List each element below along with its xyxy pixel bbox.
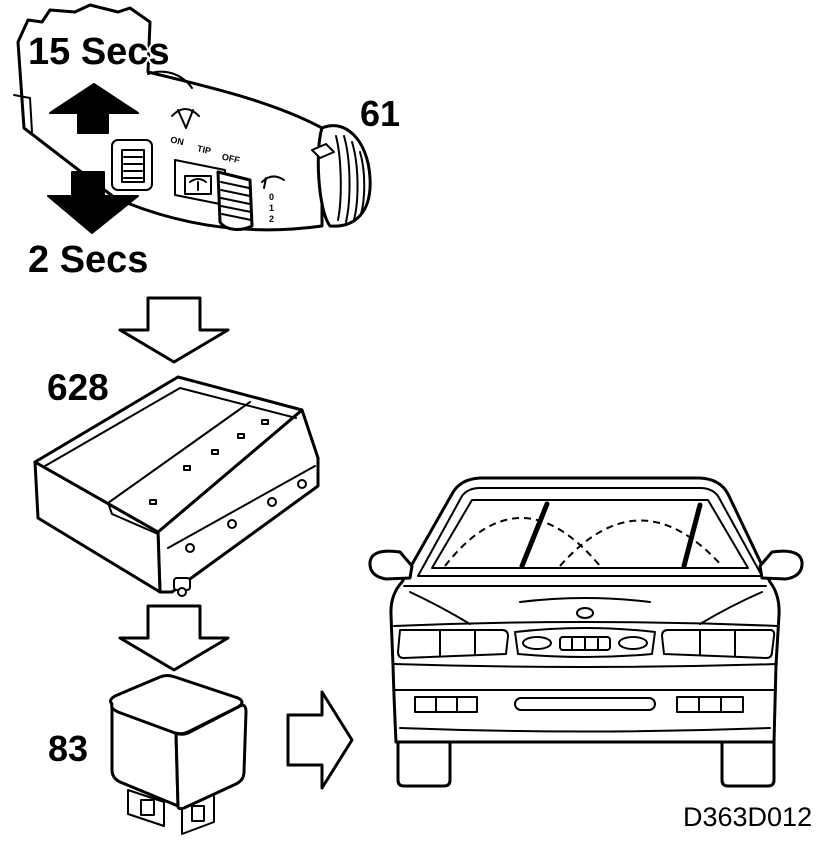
stalk-side-edge xyxy=(13,94,33,133)
washer-icon xyxy=(261,175,285,189)
duration-long-label: 15 Secs xyxy=(28,31,170,73)
speed-2-label: 2 xyxy=(269,214,274,224)
module-top-face xyxy=(33,375,304,534)
arrow-down-solid-icon xyxy=(47,171,139,234)
module-lid-step xyxy=(107,401,251,535)
center-bumper-slot xyxy=(514,697,656,711)
arrow-down-outline-icon xyxy=(118,604,230,672)
duration-short-label: 2 Secs xyxy=(28,239,148,281)
right-wiper-blade xyxy=(681,502,703,569)
module-connector xyxy=(173,577,191,597)
module-reference-label: 628 xyxy=(47,367,109,408)
speed-0-label: 0 xyxy=(269,192,274,202)
bumper-top-line xyxy=(393,663,778,668)
mode-tip-label: TIP xyxy=(196,143,212,156)
car-left-mirror xyxy=(368,549,414,581)
slider-knob-ribs xyxy=(220,181,252,221)
module-side-band xyxy=(167,465,316,549)
wiper-icon xyxy=(171,108,200,129)
mode-off-label: OFF xyxy=(221,152,241,166)
grille-slats xyxy=(571,637,599,650)
arrow-down-outline-icon xyxy=(118,296,230,364)
right-headlight xyxy=(661,629,776,659)
windshield-glass xyxy=(431,499,749,569)
right-headlight-divisions xyxy=(699,630,736,657)
car-front-view xyxy=(368,476,804,788)
stalk-ridge xyxy=(147,70,193,89)
car-left-wheel xyxy=(396,736,452,788)
speed-1-label: 1 xyxy=(269,203,274,213)
car-right-wheel xyxy=(720,736,776,788)
left-wiper-blade xyxy=(519,501,550,569)
control-module xyxy=(33,375,320,597)
left-vent-divisions xyxy=(435,696,458,713)
relay xyxy=(109,674,248,835)
push-button-ribs xyxy=(123,156,143,179)
module-bolts xyxy=(185,479,307,553)
brand-logo-icon xyxy=(576,607,594,619)
car-right-mirror xyxy=(758,549,804,581)
left-headlight-divisions xyxy=(439,630,476,657)
relay-left-face xyxy=(110,704,180,808)
hood-contours xyxy=(409,591,763,625)
fascia-line xyxy=(393,621,778,627)
left-bumper-vent xyxy=(414,696,478,713)
knob-ridges xyxy=(335,135,366,223)
grille-right-opening xyxy=(618,636,648,650)
lower-lip-line xyxy=(399,727,771,733)
switch-reference-label: 61 xyxy=(360,93,400,134)
module-top-marks xyxy=(149,419,269,505)
right-wiper-sweep xyxy=(559,519,723,567)
grille-left-opening xyxy=(522,636,552,650)
left-headlight xyxy=(397,629,509,659)
module-top-edge xyxy=(44,387,297,467)
speed-markings: 0 1 2 xyxy=(269,192,274,224)
relay-reference-label: 83 xyxy=(48,728,88,769)
knob-clip xyxy=(311,143,335,159)
relay-pins xyxy=(127,789,215,835)
right-vent-divisions xyxy=(698,696,722,713)
relay-top-face xyxy=(109,674,244,736)
right-bumper-vent xyxy=(676,696,744,713)
mode-on-label: ON xyxy=(169,135,184,148)
figure-code: D363D012 xyxy=(683,802,812,832)
arrow-right-outline-icon xyxy=(286,690,354,790)
arrow-up-solid-icon xyxy=(49,83,139,134)
slider-window-icon xyxy=(189,178,207,191)
mode-markings: ON TIP OFF xyxy=(169,135,241,166)
